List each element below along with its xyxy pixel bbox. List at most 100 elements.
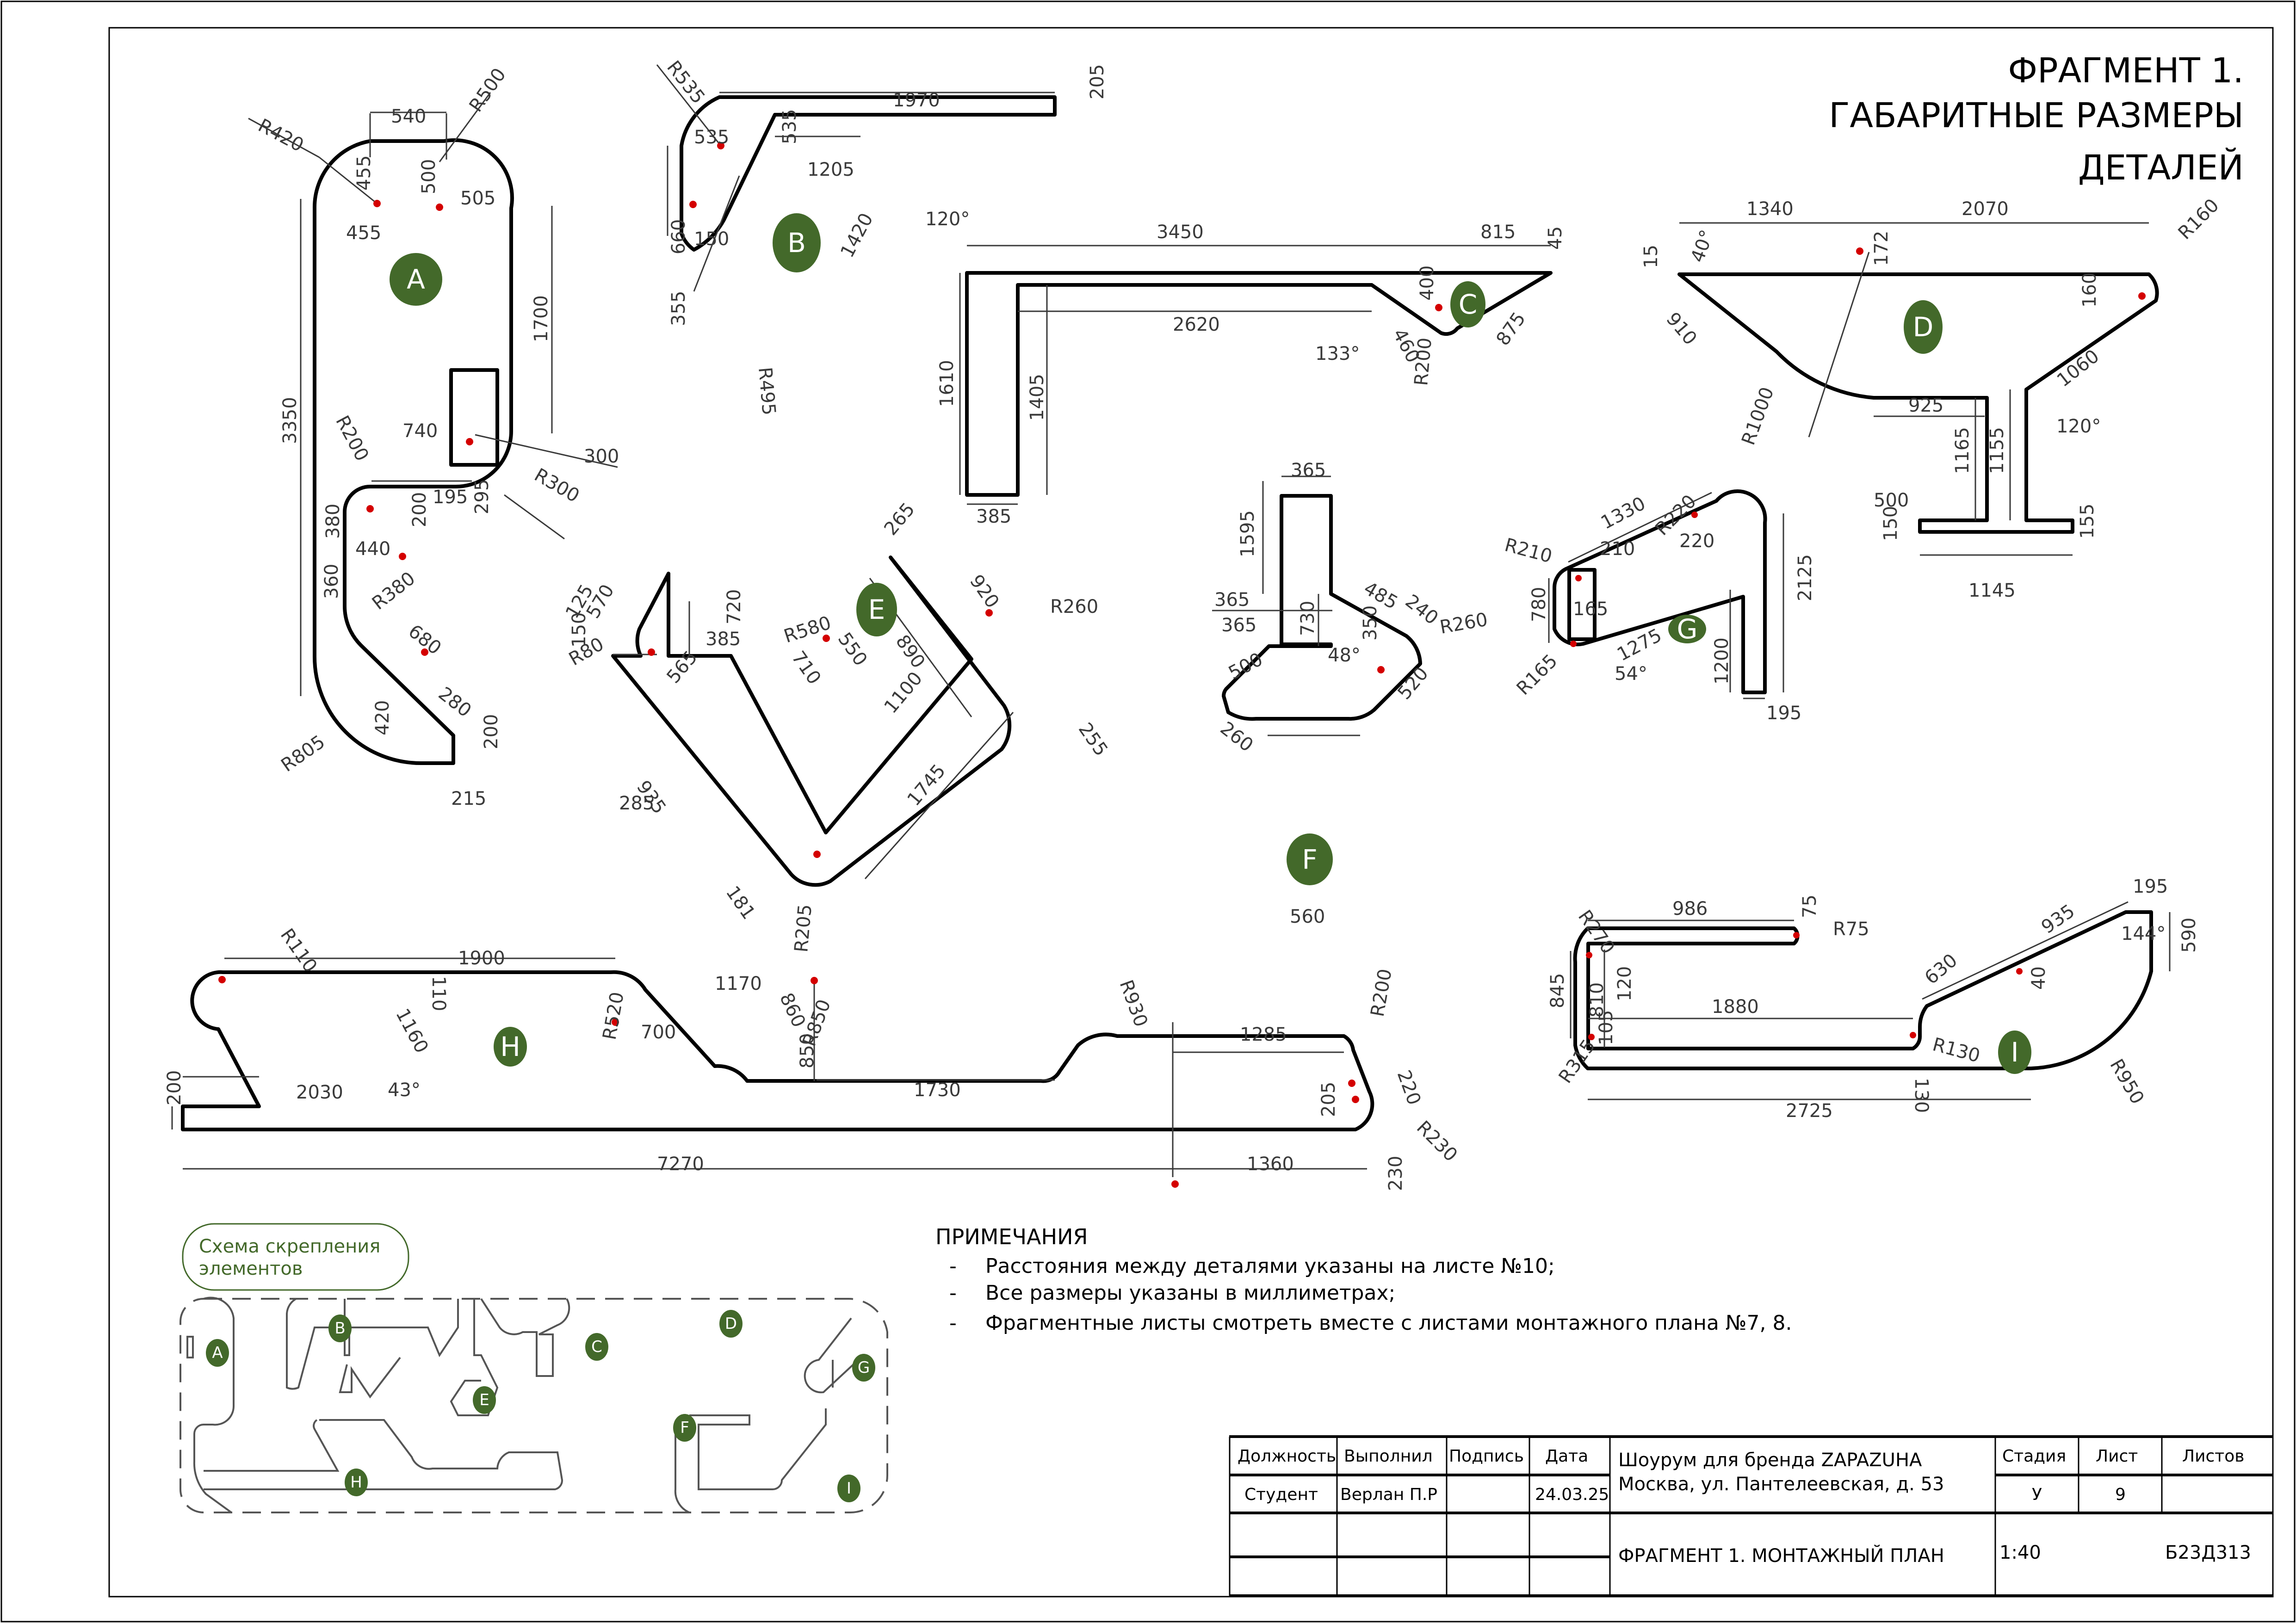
dim-label: 181 xyxy=(722,882,759,923)
dim-label: 365 xyxy=(1214,589,1250,611)
dim-label: 875 xyxy=(1492,309,1530,350)
note-item: Расстояния между деталями указаны на лис… xyxy=(985,1254,1555,1278)
dim-label: 120° xyxy=(2056,416,2101,437)
center-mark xyxy=(1910,1032,1916,1038)
dim-label: 925 xyxy=(1908,395,1943,416)
part-b-dimension-lines xyxy=(656,64,1055,292)
part-g-dimension-labels: 1330 R220 R210 210 220 2125 780 165 1275… xyxy=(1502,491,1816,724)
dim-label: 40° xyxy=(1687,227,1718,265)
dim-label: 7270 xyxy=(657,1154,704,1175)
title-line-1: ФРАГМЕНТ 1. xyxy=(2008,51,2244,91)
dim-label: 720 xyxy=(724,589,745,624)
part-badge-c xyxy=(1450,281,1485,327)
tb-author-value: Верлан П.Р xyxy=(1340,1485,1437,1504)
part-badge-i-label: I xyxy=(2011,1037,2018,1068)
center-mark xyxy=(1588,1034,1595,1040)
dim-label: 1745 xyxy=(903,760,950,810)
tb-project-name: Шоурум для бренда ZAPAZUHA xyxy=(1618,1450,1922,1471)
center-mark xyxy=(2016,968,2023,975)
center-mark xyxy=(1793,932,1800,938)
part-d-outline xyxy=(1677,272,2159,534)
dim-label: 400 xyxy=(1417,265,1438,301)
center-mark xyxy=(689,201,697,208)
schema-title-line-1: Схема скрепления xyxy=(199,1236,380,1257)
tb-sheet-value: 9 xyxy=(2115,1485,2126,1504)
dim-label: 144° xyxy=(2121,923,2166,944)
dim-label: 935 xyxy=(2037,901,2079,938)
dim-label: R75 xyxy=(1833,919,1869,940)
part-e-dimension-labels: 265 920 R260 890 255 125 570 720 150 385… xyxy=(562,499,1112,953)
note-bullet: - xyxy=(949,1254,957,1278)
part-f-dimension-lines xyxy=(1212,475,1360,736)
title-block: Должность Выполнил Подпись Дата Студент … xyxy=(1229,1435,2273,1597)
dim-label: 160 xyxy=(2079,272,2100,308)
schema-badges: A B C D E F G H I xyxy=(206,1310,875,1502)
dim-label: 45 xyxy=(1545,226,1566,250)
dim-label: 1285 xyxy=(1240,1024,1287,1045)
center-mark xyxy=(648,648,655,656)
dim-label: 2125 xyxy=(1795,554,1816,601)
center-mark xyxy=(813,851,821,858)
center-mark xyxy=(399,553,406,560)
dim-label: R205 xyxy=(791,903,816,953)
dim-label: 195 xyxy=(433,487,468,508)
center-mark xyxy=(366,505,374,512)
center-mark xyxy=(1575,575,1582,581)
schema-badge-a-label: A xyxy=(212,1344,223,1362)
schema-badge-e xyxy=(473,1386,496,1414)
dim-label: R1000 xyxy=(1738,384,1778,448)
center-mark xyxy=(717,142,724,149)
dim-label: 1700 xyxy=(531,295,552,342)
dim-label: R520 xyxy=(599,990,628,1042)
schema-badge-b-label: B xyxy=(334,1319,345,1338)
schema-badge-h xyxy=(345,1469,368,1496)
center-mark xyxy=(811,977,818,984)
center-mark xyxy=(1856,247,1863,255)
dim-label: R210 xyxy=(1502,534,1554,567)
dim-label: R200 xyxy=(1411,337,1436,387)
center-mark xyxy=(1171,1180,1179,1188)
dim-label: 1200 xyxy=(1711,637,1733,685)
dim-label: 365 xyxy=(1221,615,1256,636)
part-d-dimension-labels: 15 1340 2070 172 R160 40° 910 160 R1000 … xyxy=(1640,195,2223,601)
dim-label: 350 xyxy=(1360,605,1381,641)
part-badge-a-label: A xyxy=(407,264,425,295)
dim-label: 500 xyxy=(1874,490,1909,511)
part-d: 15 1340 2070 172 R160 40° 910 160 R1000 … xyxy=(1640,195,2223,601)
dim-label: 440 xyxy=(355,538,390,560)
part-i-outline xyxy=(1573,910,2153,1070)
dim-label: R380 xyxy=(368,568,419,614)
dim-label: 1170 xyxy=(715,973,762,994)
part-badge-i xyxy=(1998,1031,2031,1074)
dim-label: 455 xyxy=(346,222,381,244)
dim-label: R110 xyxy=(276,925,321,976)
dim-label: R270 xyxy=(1574,906,1619,958)
dim-label: 710 xyxy=(787,647,825,688)
dim-label: 1330 xyxy=(1597,493,1649,533)
center-mark xyxy=(1377,666,1385,673)
dim-label: 365 xyxy=(1291,460,1326,481)
part-badge-f xyxy=(1287,833,1333,885)
dim-label: 550 xyxy=(834,629,871,670)
part-e: 265 920 R260 890 255 125 570 720 150 385… xyxy=(562,499,1112,953)
dim-label: R950 xyxy=(2105,1055,2148,1108)
notes-section: ПРИМЕЧАНИЯ - Расстояния между деталями у… xyxy=(935,1224,1792,1335)
dim-label: 295 xyxy=(471,479,493,514)
dim-label: 200 xyxy=(409,492,430,527)
part-a-cutout xyxy=(449,368,499,467)
dim-label: 210 xyxy=(1600,538,1635,560)
dim-label: 150 xyxy=(694,228,729,250)
dim-label: 240 xyxy=(1401,591,1442,629)
dim-label: 255 xyxy=(1074,719,1112,760)
dim-label: 845 xyxy=(1547,973,1568,1008)
dim-label: 1160 xyxy=(391,1005,432,1056)
dim-label: 15 xyxy=(1640,245,1662,268)
dim-label: 54° xyxy=(1615,663,1647,685)
tb-header-sheets-total: Листов xyxy=(2182,1447,2244,1466)
center-mark xyxy=(436,204,443,211)
dim-label: 40 xyxy=(2028,966,2049,990)
part-h-dimension-labels: R110 1900 1170 110 1160 R520 700 860 R85… xyxy=(164,925,1461,1191)
dim-label: 355 xyxy=(668,291,689,326)
schema-badge-i-label: I xyxy=(847,1479,851,1498)
